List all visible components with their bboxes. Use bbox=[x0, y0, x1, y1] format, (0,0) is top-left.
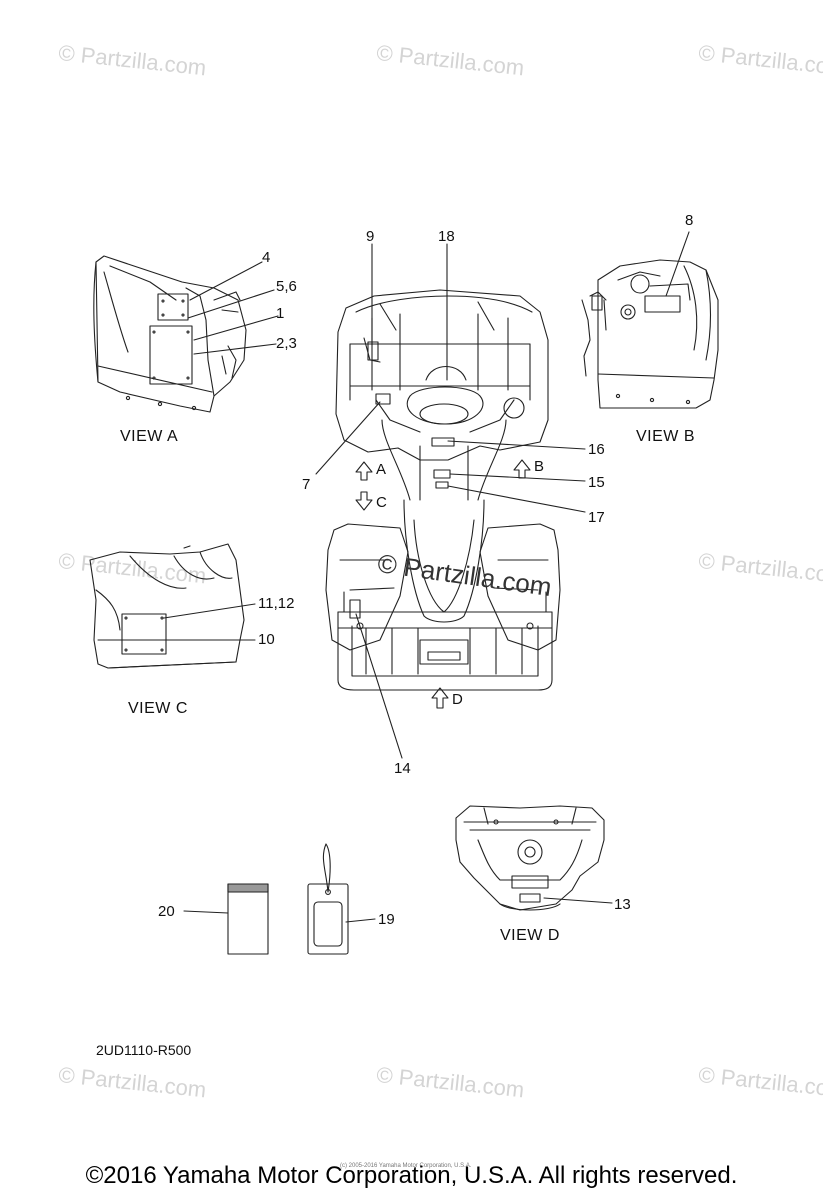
arrow-c-label: C bbox=[376, 494, 387, 511]
view-c-label: VIEW C bbox=[128, 700, 188, 717]
view-a-fender-drawing bbox=[93, 255, 247, 413]
view-b-label: VIEW B bbox=[636, 428, 696, 445]
callout-14: 14 bbox=[394, 760, 411, 777]
atv-top-view-drawing bbox=[325, 289, 561, 691]
label-item-20-drawing bbox=[227, 883, 269, 955]
callout-16: 16 bbox=[588, 441, 605, 458]
callout-1: 1 bbox=[276, 305, 285, 322]
callout-18: 18 bbox=[438, 228, 455, 245]
copyright-small-print: (c) 2005-2016 Yamaha Motor Corporation, … bbox=[340, 1163, 472, 1169]
copyright-footer: ©2016 Yamaha Motor Corporation, U.S.A. A… bbox=[85, 1162, 738, 1189]
callout-11-12: 11,12 bbox=[258, 595, 295, 612]
view-a-label: VIEW A bbox=[120, 428, 179, 445]
callout-4: 4 bbox=[262, 249, 271, 266]
callout-17: 17 bbox=[588, 509, 605, 526]
view-d-label: VIEW D bbox=[500, 927, 560, 944]
callout-2-3: 2,3 bbox=[276, 335, 297, 352]
callout-20: 20 bbox=[158, 903, 175, 920]
diagram-part-code: 2UD1110-R500 bbox=[96, 1042, 192, 1058]
callout-15: 15 bbox=[588, 474, 605, 491]
view-b-fender-drawing bbox=[581, 259, 719, 409]
view-d-rear-drawing bbox=[455, 805, 605, 911]
callout-8: 8 bbox=[685, 212, 694, 229]
callout-10: 10 bbox=[258, 631, 275, 648]
arrow-d-label: D bbox=[452, 691, 463, 708]
callout-13: 13 bbox=[614, 896, 631, 913]
callout-5-6: 5,6 bbox=[276, 278, 297, 295]
hang-tag-item-19-drawing bbox=[307, 843, 349, 955]
view-c-fender-drawing bbox=[89, 543, 245, 669]
arrow-b-label: B bbox=[534, 458, 545, 475]
arrow-a-label: A bbox=[376, 461, 387, 478]
callout-7: 7 bbox=[302, 476, 311, 493]
callout-9: 9 bbox=[366, 228, 375, 245]
callout-19: 19 bbox=[378, 911, 395, 928]
